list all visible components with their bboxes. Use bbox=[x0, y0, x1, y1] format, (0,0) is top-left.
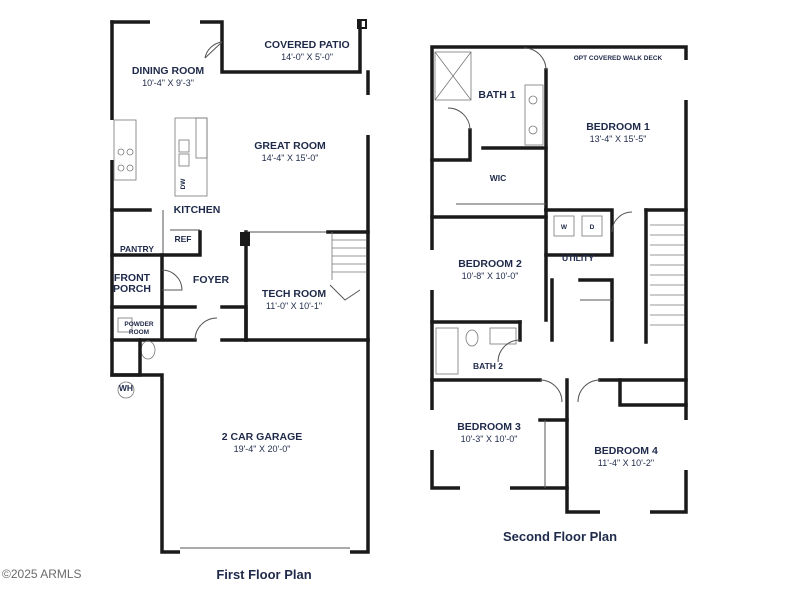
bath1-vanity bbox=[524, 84, 544, 146]
range-burner bbox=[126, 164, 134, 172]
garage-label: 2 CAR GARAGE bbox=[222, 431, 303, 443]
bath2-vanity bbox=[489, 327, 517, 345]
bedroom1-dims: 13'-4" X 15'-5" bbox=[590, 134, 647, 144]
second-floor-title: Second Floor Plan bbox=[503, 529, 617, 544]
dining-room-label: DINING ROOM bbox=[132, 65, 205, 77]
bedroom4-dims: 11'-4" X 10'-2" bbox=[598, 458, 654, 468]
covered-patio-label: COVERED PATIO bbox=[264, 39, 349, 51]
great-room-label: GREAT ROOM bbox=[254, 140, 326, 152]
toilet bbox=[140, 340, 156, 360]
patio-door-swing bbox=[204, 41, 223, 59]
pantry-ref-wall bbox=[110, 230, 202, 257]
powder-side-wall bbox=[110, 305, 164, 342]
first-floor-stair bbox=[329, 232, 366, 301]
bath2-door bbox=[497, 339, 521, 363]
dishwasher-label: DW bbox=[180, 178, 187, 190]
first-floor-plan: COVERED PATIO 14'-0" X 5'-0" DINING ROOM… bbox=[109, 19, 371, 582]
front-porch-label-2: PORCH bbox=[113, 283, 151, 295]
bath2-toilet bbox=[465, 329, 479, 347]
bedroom2-label: BEDROOM 2 bbox=[458, 258, 522, 270]
kitchen-counter bbox=[113, 119, 137, 181]
kitchen-label: KITCHEN bbox=[174, 204, 221, 216]
bath1-door bbox=[523, 47, 547, 71]
bath1-sink bbox=[528, 95, 538, 105]
range-burner bbox=[126, 148, 134, 156]
first-floor-exterior-wall bbox=[110, 20, 370, 554]
foyer-label: FOYER bbox=[193, 274, 230, 286]
bedroom4-closet bbox=[618, 378, 688, 407]
closet-wall bbox=[220, 305, 248, 342]
wh-closet-wall bbox=[110, 338, 142, 377]
dryer-label: D bbox=[590, 224, 595, 231]
bath2-label: BATH 2 bbox=[473, 361, 503, 371]
toilet-door bbox=[447, 107, 471, 131]
garage-dims: 19'-4" X 20'-0" bbox=[234, 444, 291, 454]
bedroom4-label: BEDROOM 4 bbox=[594, 445, 658, 457]
first-floor-title: First Floor Plan bbox=[216, 567, 311, 582]
toilet-room-wall bbox=[430, 128, 472, 162]
entry-door-swing bbox=[161, 269, 183, 291]
range-burner bbox=[117, 148, 125, 156]
second-floor-stair bbox=[650, 224, 684, 326]
great-room-dims: 14'-4" X 15'-0" bbox=[262, 153, 319, 163]
shower bbox=[434, 51, 472, 101]
vanity bbox=[117, 317, 133, 333]
bedroom2-dims: 10'-8" X 10'-0" bbox=[462, 271, 519, 281]
wic-label: WIC bbox=[490, 173, 507, 183]
island-hatch bbox=[195, 117, 208, 159]
utility-wall bbox=[544, 208, 614, 257]
tech-room-dims: 11'-0" X 10'-1" bbox=[266, 301, 322, 311]
walk-deck-label: OPT COVERED WALK DECK bbox=[574, 55, 663, 62]
sink bbox=[178, 153, 190, 167]
tub bbox=[435, 327, 459, 375]
powder-room-label-2: ROOM bbox=[129, 329, 149, 336]
ref-label: REF bbox=[175, 234, 192, 244]
water-heater-label: WH bbox=[119, 383, 133, 393]
bedroom3-dims: 10'-3" X 10'-0" bbox=[461, 434, 518, 444]
water-heater bbox=[117, 381, 135, 399]
sink bbox=[178, 139, 190, 153]
covered-patio-dims: 14'-0" X 5'-0" bbox=[281, 52, 333, 62]
bath1-label: BATH 1 bbox=[478, 89, 515, 101]
washer-label: W bbox=[561, 224, 568, 231]
bath1-sink bbox=[528, 125, 538, 135]
bedroom3-door bbox=[539, 379, 563, 403]
utility-label: UTILITY bbox=[562, 253, 594, 263]
second-floor-plan: OPT COVERED WALK DECK BATH 1 BEDROOM 1 1… bbox=[429, 45, 689, 544]
utility-door bbox=[611, 211, 633, 233]
bedroom4-door bbox=[577, 379, 601, 403]
column-marker bbox=[357, 19, 367, 29]
bedroom3-closet-wall bbox=[538, 418, 569, 490]
column bbox=[240, 232, 250, 246]
bedroom3-label: BEDROOM 3 bbox=[457, 421, 521, 433]
bedroom1-label: BEDROOM 1 bbox=[586, 121, 650, 133]
second-floor-exterior-wall bbox=[430, 45, 688, 514]
washer bbox=[553, 215, 575, 237]
pantry-label: PANTRY bbox=[120, 244, 154, 254]
range-burner bbox=[117, 164, 125, 172]
watermark: ©2025 ARMLS bbox=[2, 567, 82, 581]
dryer bbox=[581, 215, 603, 237]
linen-closet-wall bbox=[578, 278, 614, 342]
front-porch-label-1: FRONT bbox=[114, 272, 151, 284]
powder-room-label-1: POWDER bbox=[124, 321, 154, 328]
tech-room-label: TECH ROOM bbox=[262, 288, 326, 300]
dining-room-dims: 10'-4" X 9'-3" bbox=[142, 78, 194, 88]
garage-door-swing bbox=[194, 317, 218, 341]
